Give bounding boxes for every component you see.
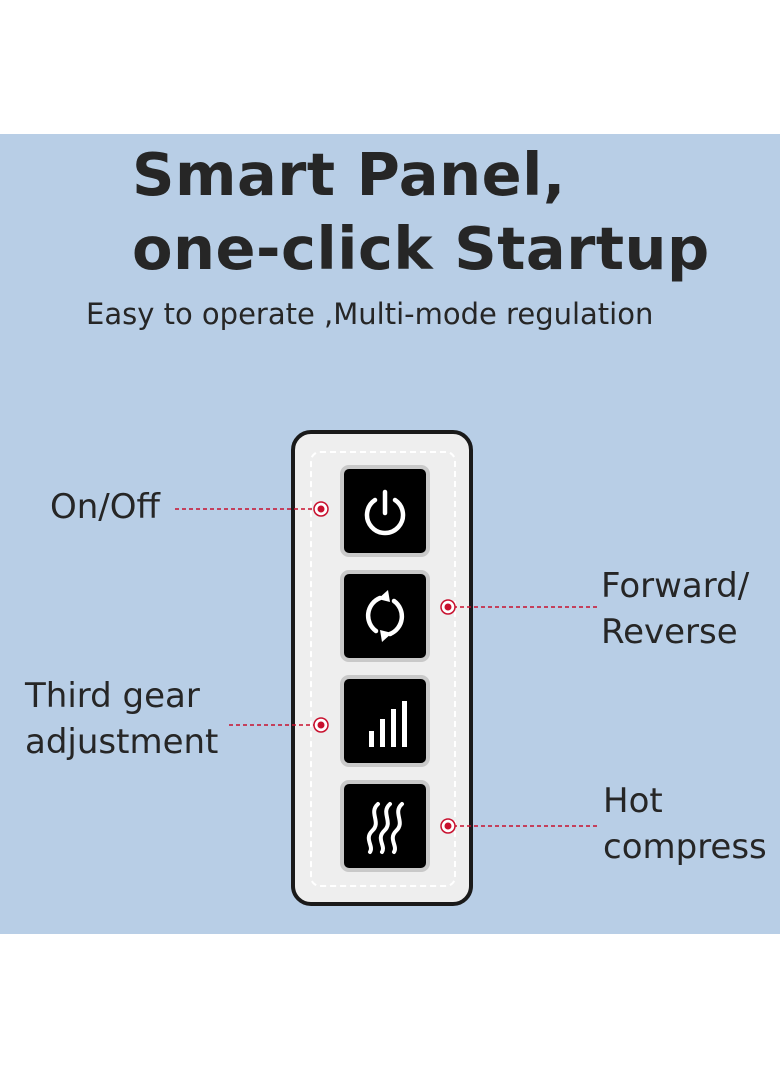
label-forward-line-2: Reverse — [601, 612, 738, 652]
panel-stitching — [310, 451, 456, 887]
forward-reverse-button[interactable] — [340, 570, 430, 662]
gear-adjust-button[interactable] — [340, 675, 430, 767]
gear-leader — [229, 717, 329, 733]
label-hot-line-2: compress — [603, 827, 767, 867]
label-hot-line-1: Hot — [603, 781, 663, 821]
hot-compress-button[interactable] — [340, 780, 430, 872]
power-button[interactable] — [340, 465, 430, 557]
hot-compress-leader — [440, 818, 597, 834]
label-gear-line-2: adjustment — [25, 722, 219, 762]
label-forward-line-1: Forward/ — [601, 566, 750, 606]
label-forward-reverse: Forward/ Reverse — [601, 563, 749, 655]
title-line-2: one-click Startup — [132, 214, 710, 283]
forward-reverse-leader — [440, 599, 597, 615]
label-hot-compress: Hot compress — [603, 778, 767, 870]
on-off-leader — [175, 501, 329, 517]
subtitle: Easy to operate ,Multi-mode regulation — [86, 297, 654, 331]
page-title: Smart Panel, one-click Startup — [132, 138, 710, 286]
title-line-1: Smart Panel, — [132, 140, 566, 209]
label-gear-line-1: Third gear — [25, 676, 200, 716]
power-icon — [364, 489, 406, 536]
rotate-icon — [365, 590, 405, 642]
label-on-off-text: On/Off — [50, 487, 160, 527]
signal-bars-icon — [369, 701, 407, 747]
label-third-gear: Third gear adjustment — [25, 673, 218, 765]
label-on-off: On/Off — [50, 484, 160, 530]
heat-waves-icon — [366, 802, 404, 854]
